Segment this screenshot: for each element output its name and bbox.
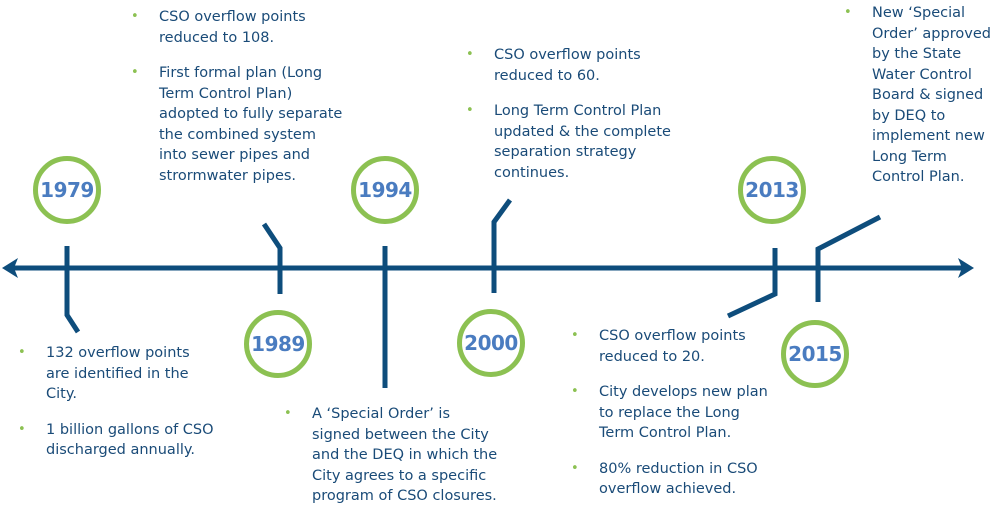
note-text: First formal plan (Long Term Control Pla…	[159, 65, 343, 184]
bullet-icon: •	[131, 65, 139, 80]
year-label: 1989	[251, 332, 305, 356]
note-text: 80% reduction in CSO overflow achieved.	[599, 460, 758, 498]
arrow-right-icon	[958, 258, 974, 278]
bullet-icon: •	[18, 421, 26, 437]
note-text: CSO overflow points reduced to 60.	[494, 47, 641, 84]
year-circle-1979: 1979	[33, 156, 101, 224]
year-circle-2000: 2000	[457, 309, 525, 377]
note-text: City develops new plan to replace the Lo…	[599, 384, 768, 441]
note-text: New ‘Special Order’ approved by the Stat…	[872, 5, 991, 185]
note-text: A ‘Special Order’ is signed between the …	[312, 406, 498, 504]
year-label: 2000	[464, 331, 518, 355]
list-item: • A ‘Special Order’ is signed between th…	[280, 404, 500, 507]
list-item: • Long Term Control Plan updated & the c…	[462, 101, 682, 183]
list-item: • CSO overflow points reduced to 20.	[567, 326, 777, 367]
bullet-icon: •	[466, 103, 474, 118]
bullet-icon: •	[571, 384, 579, 399]
event-notes-1979: • 132 overflow points are identified in …	[14, 343, 214, 476]
bullet-icon: •	[571, 460, 579, 476]
event-notes-2013: • CSO overflow points reduced to 20. • C…	[567, 326, 777, 515]
year-label: 1979	[40, 178, 94, 202]
list-item: • City develops new plan to replace the …	[567, 382, 777, 444]
year-circle-1989: 1989	[244, 310, 312, 378]
list-item: • First formal plan (Long Term Control P…	[127, 63, 347, 186]
year-label: 1994	[358, 178, 412, 202]
year-circle-2013: 2013	[738, 156, 806, 224]
year-circle-2015: 2015	[781, 320, 849, 388]
list-item: • CSO overflow points reduced to 108.	[127, 7, 347, 48]
bullet-icon: •	[131, 9, 139, 24]
list-item: • New ‘Special Order’ approved by the St…	[840, 3, 1000, 188]
year-circle-1994: 1994	[351, 156, 419, 224]
connector-1989	[261, 222, 283, 294]
year-label: 2013	[745, 178, 799, 202]
list-item: • CSO overflow points reduced to 60.	[462, 45, 682, 86]
note-text: 132 overflow points are identified in th…	[46, 345, 190, 402]
note-text: 1 billion gallons of CSO discharged annu…	[46, 421, 214, 459]
bullet-icon: •	[571, 328, 579, 343]
bullet-icon: •	[284, 406, 292, 421]
event-notes-1989: • CSO overflow points reduced to 108. • …	[127, 7, 347, 201]
event-notes-2015: • New ‘Special Order’ approved by the St…	[840, 3, 1000, 203]
list-item: • 80% reduction in CSO overflow achieved…	[567, 459, 777, 500]
bullet-icon: •	[844, 5, 852, 20]
connector-2013	[726, 248, 778, 319]
note-text: CSO overflow points reduced to 108.	[159, 9, 306, 46]
event-notes-1994: • A ‘Special Order’ is signed between th…	[280, 404, 500, 522]
list-item: • 1 billion gallons of CSO discharged an…	[14, 420, 214, 461]
list-item: • 132 overflow points are identified in …	[14, 343, 214, 405]
bullet-icon: •	[18, 345, 26, 360]
connector-2000	[491, 198, 513, 293]
year-label: 2015	[788, 342, 842, 366]
arrow-left-icon	[2, 258, 18, 278]
event-notes-2000: • CSO overflow points reduced to 60. • L…	[462, 45, 682, 198]
bullet-icon: •	[466, 47, 474, 62]
note-text: Long Term Control Plan updated & the com…	[494, 103, 671, 181]
note-text: CSO overflow points reduced to 20.	[599, 328, 746, 365]
connector-1979	[64, 246, 81, 334]
connector-2015	[815, 214, 882, 302]
